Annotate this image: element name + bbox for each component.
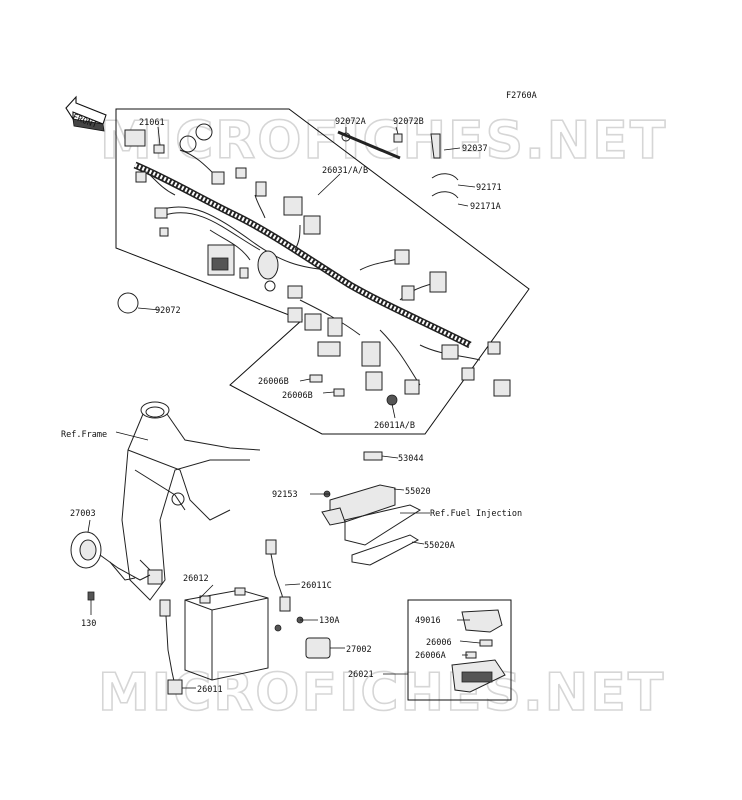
- label-26011C: 26011C: [301, 581, 332, 591]
- diagram-code: F2760A: [506, 91, 537, 101]
- label-92171A: 92171A: [470, 202, 501, 212]
- label-26006A: 26006A: [415, 651, 446, 661]
- ref-fuel-injection-label: Ref.Fuel Injection: [430, 509, 522, 519]
- label-26011: 26011: [197, 685, 223, 695]
- harness-box: [115, 108, 530, 435]
- front-arrow-icon: FRONT: [65, 95, 107, 132]
- ecu-group: [321, 451, 422, 566]
- horn: [70, 531, 151, 601]
- harness-connectors: [124, 123, 511, 397]
- label-92072A: 92072A: [335, 117, 366, 127]
- loose-parts: [117, 130, 459, 406]
- label-26012: 26012: [183, 574, 209, 584]
- leader-lines: [87, 126, 481, 689]
- relay: [305, 637, 331, 659]
- frame: [121, 401, 261, 601]
- label-92153: 92153: [272, 490, 298, 500]
- battery: [184, 587, 269, 681]
- label-27002: 27002: [346, 645, 372, 655]
- watermark-top: MICROFICHES.NET: [100, 111, 667, 171]
- label-130A: 130A: [319, 616, 339, 626]
- label-53044: 53044: [398, 454, 424, 464]
- ref-frame-label: Ref.Frame: [61, 430, 107, 440]
- label-130: 130: [81, 619, 96, 629]
- label-26006: 26006: [426, 638, 452, 648]
- label-26031: 26031/A/B: [322, 166, 368, 176]
- battery-cables: [159, 539, 304, 695]
- label-26011AB: 26011A/B: [374, 421, 415, 431]
- label-26006B-1: 26006B: [258, 377, 289, 387]
- label-49016: 49016: [415, 616, 441, 626]
- fuse-box-group: [407, 599, 512, 701]
- watermark-bottom: MICROFICHES.NET: [98, 663, 665, 723]
- label-21061: 21061: [139, 118, 165, 128]
- label-26021: 26021: [348, 670, 374, 680]
- label-92072: 92072: [155, 306, 181, 316]
- wire-harness: [133, 149, 481, 386]
- label-92171: 92171: [476, 183, 502, 193]
- label-55020: 55020: [405, 487, 431, 497]
- label-27003: 27003: [70, 509, 96, 519]
- label-92072B: 92072B: [393, 117, 424, 127]
- label-92037: 92037: [462, 144, 488, 154]
- label-55020A: 55020A: [424, 541, 455, 551]
- label-26006B-2: 26006B: [282, 391, 313, 401]
